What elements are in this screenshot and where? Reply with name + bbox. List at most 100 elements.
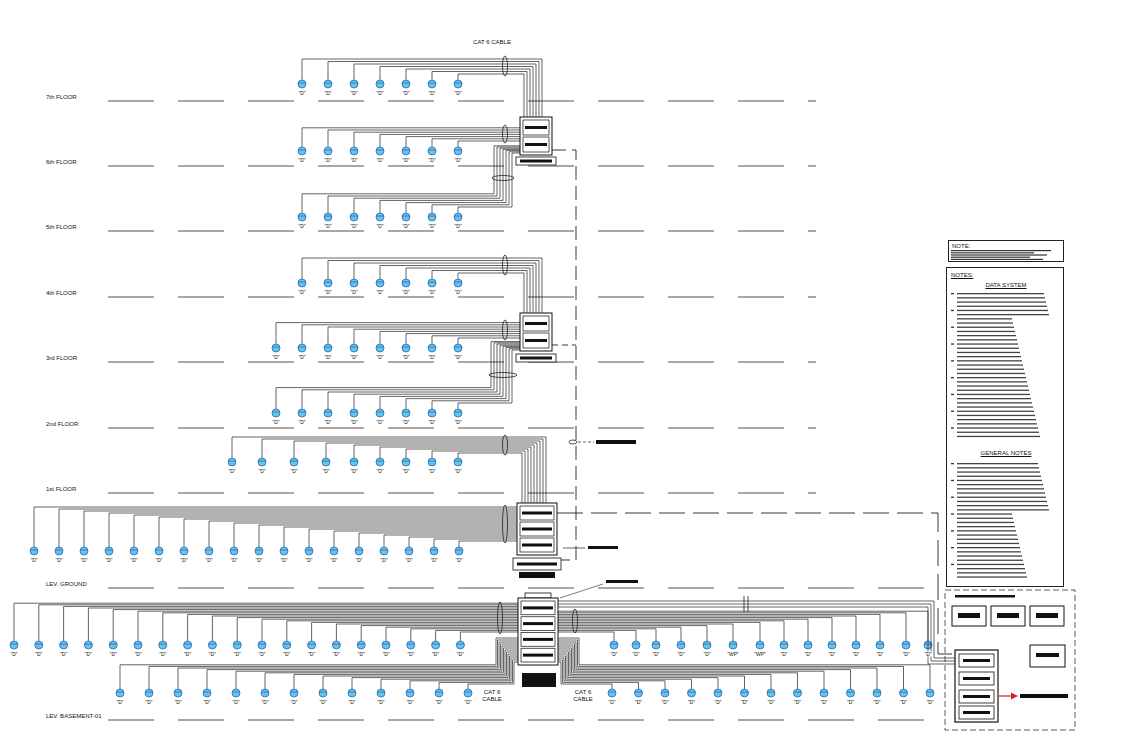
data-outlet-symbol bbox=[357, 641, 365, 649]
cat6-cable-run bbox=[458, 74, 524, 117]
data-outlet-symbol bbox=[298, 279, 306, 287]
cat6-cable-run bbox=[59, 509, 517, 547]
data-outlet-symbol bbox=[402, 347, 410, 348]
data-outlet-symbol bbox=[324, 344, 332, 352]
cable-bundle-ring bbox=[489, 373, 517, 378]
floor-level-label: 7th FLOOR bbox=[46, 94, 77, 100]
note-text-bar bbox=[957, 551, 1021, 552]
data-outlet-symbol bbox=[174, 692, 182, 693]
data-outlet-symbol bbox=[380, 550, 388, 551]
note-text-bar bbox=[957, 356, 1021, 357]
data-outlet-symbol bbox=[804, 644, 812, 645]
data-outlet-symbol bbox=[402, 83, 410, 84]
data-outlet-symbol bbox=[116, 689, 124, 697]
outlet-label: "D" bbox=[144, 700, 153, 705]
data-outlet-symbol bbox=[60, 644, 68, 645]
note-text-bar bbox=[951, 259, 1043, 260]
outlet-label: "D" bbox=[401, 91, 410, 96]
panel-ports bbox=[523, 622, 553, 625]
outlet-label: "D" bbox=[401, 158, 410, 163]
note-text-bar bbox=[957, 318, 1012, 319]
cat6-cable-run bbox=[265, 648, 518, 689]
data-outlet-symbol bbox=[454, 80, 462, 88]
data-outlet-symbol bbox=[454, 216, 462, 217]
outlet-label: "D" bbox=[631, 652, 640, 657]
cat6-cable-run bbox=[312, 622, 518, 641]
data-outlet-symbol bbox=[324, 412, 332, 413]
data-outlet-symbol bbox=[30, 547, 38, 555]
leader-line bbox=[560, 584, 603, 598]
rack-base bbox=[519, 572, 555, 578]
data-outlet-symbol bbox=[376, 83, 384, 84]
cat6-cable-run bbox=[284, 527, 517, 547]
outlet-label: "D" bbox=[254, 558, 263, 563]
outlet-label: "D" bbox=[349, 224, 358, 229]
patch-panel bbox=[521, 633, 555, 647]
data-outlet-symbol bbox=[454, 147, 462, 155]
cat6-cable-run bbox=[159, 517, 517, 547]
cat6-cable-run bbox=[557, 626, 707, 641]
data-outlet-symbol bbox=[10, 644, 18, 645]
data-outlet-symbol bbox=[402, 150, 410, 151]
data-outlet-symbol bbox=[298, 216, 306, 217]
outlet-label: "D" bbox=[427, 91, 436, 96]
rack-label-block bbox=[522, 673, 556, 687]
data-outlet-symbol bbox=[350, 458, 358, 466]
data-outlet-symbol bbox=[435, 689, 443, 697]
server-unit-bar bbox=[963, 695, 990, 698]
outlet-label: "D" bbox=[323, 355, 332, 360]
outlet-label: "D" bbox=[297, 224, 306, 229]
outlet-label: "D" bbox=[158, 652, 167, 657]
data-outlet-symbol bbox=[350, 282, 358, 283]
leader-line bbox=[563, 548, 585, 549]
server-unit bbox=[959, 672, 994, 685]
cat6-cable-run bbox=[209, 521, 517, 547]
data-outlet-symbol bbox=[355, 550, 363, 551]
data-outlet-symbol bbox=[80, 550, 88, 551]
data-outlet-symbol bbox=[134, 641, 142, 649]
data-outlet-symbol bbox=[405, 550, 413, 551]
note-text-bar bbox=[957, 415, 1035, 416]
outlet-label: "D" bbox=[401, 420, 410, 425]
data-outlet-symbol bbox=[428, 150, 436, 151]
data-outlet-symbol bbox=[652, 644, 660, 645]
cable-type-label: CAT 6 CABLE bbox=[571, 689, 595, 702]
server-unit bbox=[959, 654, 994, 667]
data-outlet-symbol bbox=[308, 641, 316, 649]
cable-bundle-ring bbox=[503, 435, 508, 455]
notes-section-heading: DATA SYSTEM bbox=[985, 282, 1026, 288]
data-outlet-symbol bbox=[324, 282, 332, 283]
data-outlet-symbol bbox=[729, 641, 737, 649]
data-outlet-symbol bbox=[454, 409, 462, 417]
data-outlet-symbol bbox=[84, 641, 92, 649]
data-outlet-symbol bbox=[261, 692, 269, 693]
data-outlet-symbol bbox=[298, 347, 306, 348]
patch-panel bbox=[523, 316, 549, 331]
note-text-bar bbox=[957, 576, 1027, 577]
server-unit-bar bbox=[963, 659, 990, 662]
data-outlet-symbol bbox=[780, 641, 788, 649]
floor-level-label: LEV. BASEMENT-01 bbox=[46, 713, 101, 719]
cat6-cable-run bbox=[557, 630, 636, 641]
outlet-label: "D" bbox=[297, 290, 306, 295]
cat6-cable-run bbox=[178, 642, 518, 689]
data-outlet-symbol bbox=[228, 458, 236, 466]
data-outlet-symbol bbox=[794, 692, 802, 693]
data-outlet-symbol bbox=[828, 644, 836, 645]
note-text-bar bbox=[957, 432, 1039, 433]
cat6-cable-run bbox=[109, 513, 517, 547]
data-outlet-symbol bbox=[319, 692, 327, 693]
data-outlet-symbol bbox=[230, 547, 238, 555]
outlet-label: "D" bbox=[29, 558, 38, 563]
data-outlet-symbol bbox=[873, 689, 881, 697]
cat6-cable-run bbox=[120, 638, 518, 689]
cat6-cable-run bbox=[236, 646, 518, 689]
cat6-cable-run bbox=[557, 652, 745, 689]
outlet-label: "D" bbox=[229, 558, 238, 563]
outlet-label: "D" bbox=[687, 700, 696, 705]
data-outlet-symbol bbox=[428, 213, 436, 221]
data-outlet-symbol bbox=[402, 458, 410, 466]
outlet-label: "D" bbox=[318, 700, 327, 705]
data-outlet-symbol bbox=[828, 641, 836, 649]
rack-cabinet bbox=[520, 313, 552, 351]
